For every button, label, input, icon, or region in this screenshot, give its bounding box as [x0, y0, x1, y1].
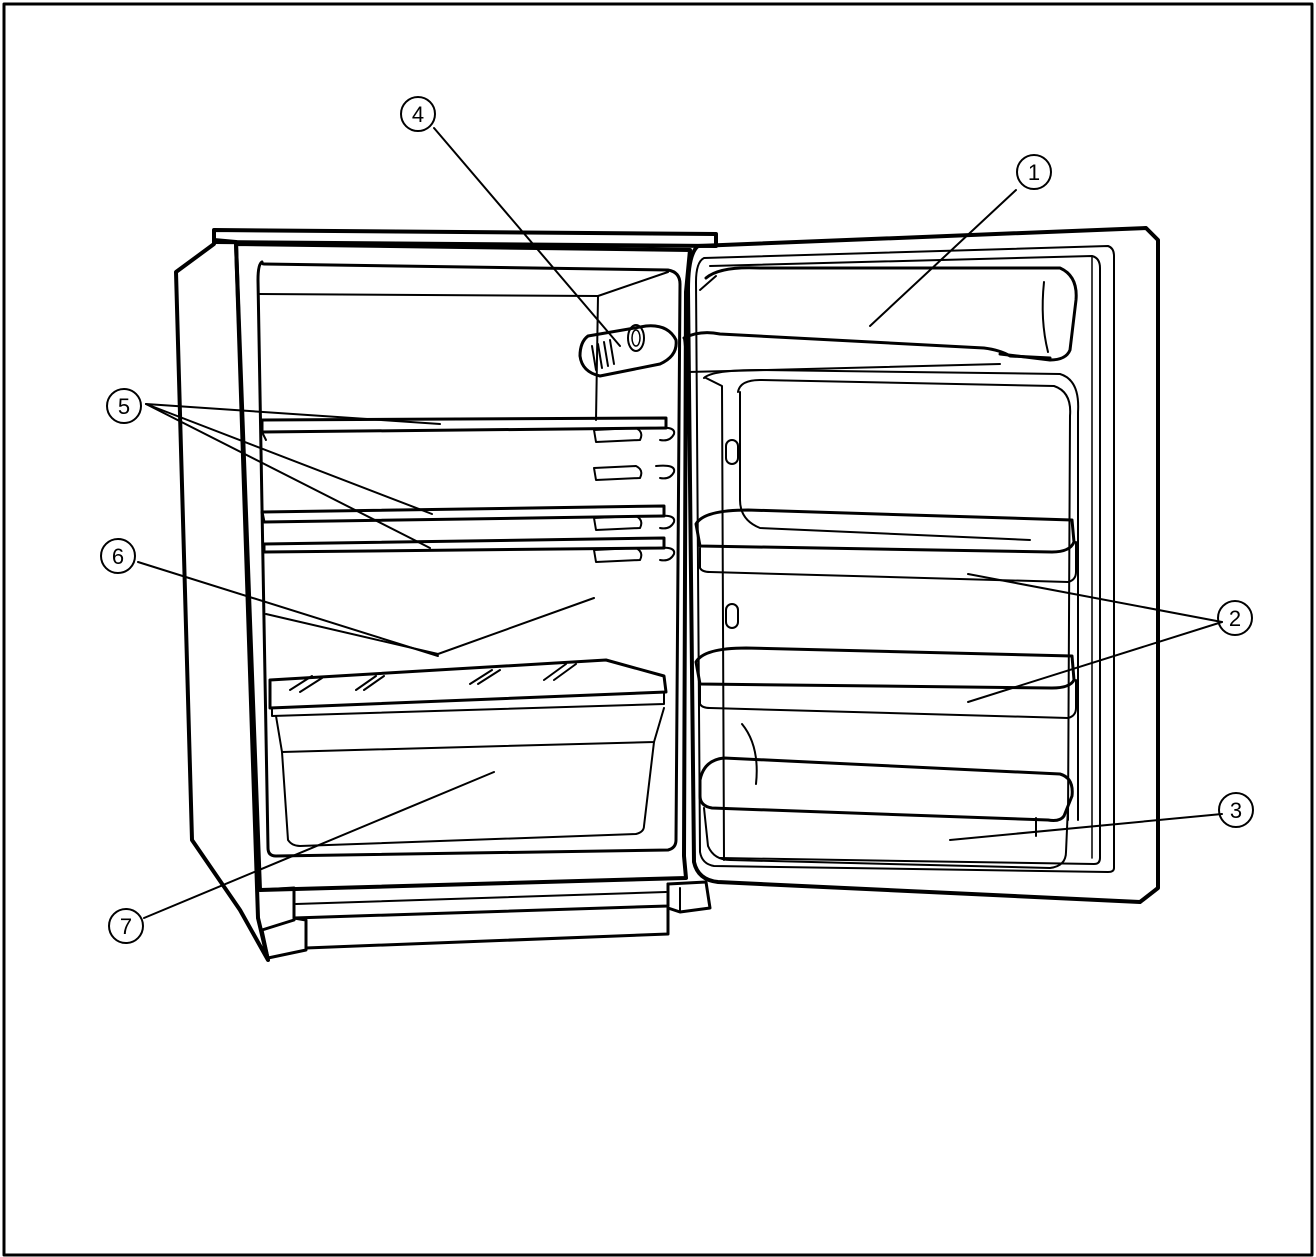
callout-4: 4 — [400, 96, 436, 132]
callout-5: 5 — [106, 388, 142, 424]
callout-7-label: 7 — [120, 914, 132, 939]
lamp-housing — [578, 324, 678, 378]
door-balcony-lower — [694, 646, 1077, 785]
callout-6-label: 6 — [112, 544, 124, 569]
drain-channel — [265, 597, 595, 655]
callout-4-label: 4 — [412, 102, 424, 127]
glass-shelves — [260, 416, 668, 554]
callout-7: 7 — [108, 908, 144, 944]
door-balcony-upper — [694, 508, 1077, 583]
callout-1-label: 1 — [1028, 160, 1040, 185]
fridge-cabinet — [174, 228, 718, 962]
fridge-door — [682, 226, 1160, 904]
callout-6: 6 — [100, 538, 136, 574]
callout-5-label: 5 — [118, 394, 130, 419]
callout-2: 2 — [1217, 600, 1253, 636]
door-bottle-rack — [698, 756, 1074, 869]
shelf-supports — [593, 426, 676, 563]
callout-2-label: 2 — [1229, 606, 1241, 631]
callout-3-label: 3 — [1230, 798, 1242, 823]
callout-3: 3 — [1218, 792, 1254, 828]
leader-lines — [137, 127, 1223, 919]
crisper-drawer — [268, 658, 668, 847]
door-top-compartment — [682, 266, 1078, 373]
callout-1: 1 — [1016, 154, 1052, 190]
